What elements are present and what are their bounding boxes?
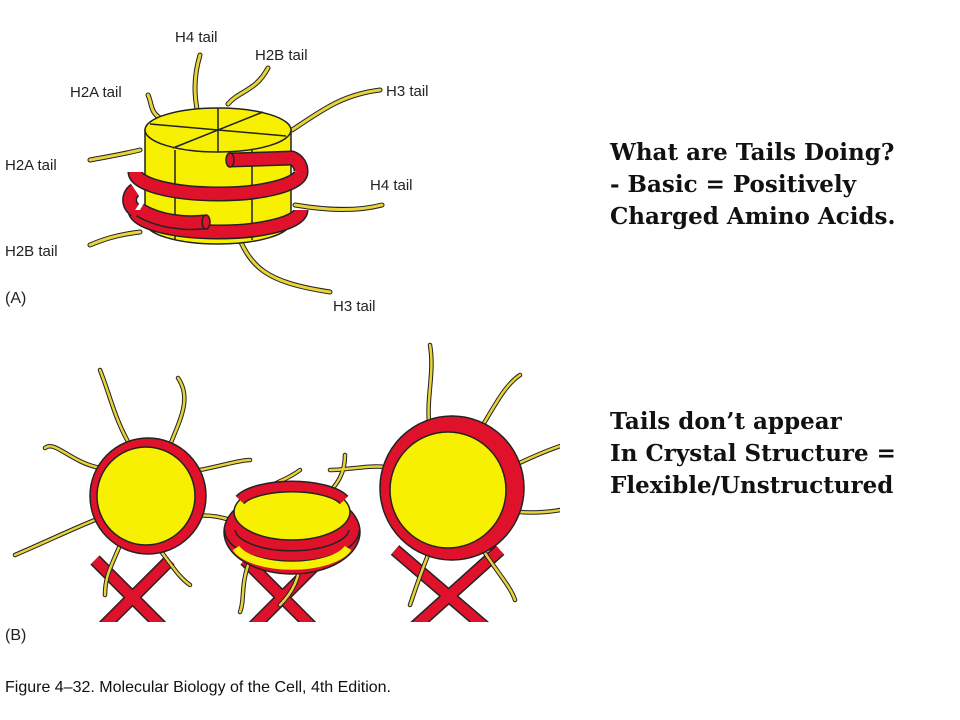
- figure-caption: Figure 4–32. Molecular Biology of the Ce…: [5, 679, 391, 696]
- note-crystal-line-1: Tails don’t appear: [610, 408, 842, 435]
- panel-a-label: (A): [5, 290, 26, 307]
- note-tail-function-line-1: What are Tails Doing?: [610, 139, 895, 166]
- note-crystal-line-2: In Crystal Structure =: [610, 440, 896, 467]
- label-h3-tail-top: H3 tail: [386, 83, 429, 100]
- panel-a-nucleosome: H4 tail H2B tail H2A tail H3 tail H2A ta…: [5, 29, 429, 315]
- label-h3-tail-bottom: H3 tail: [333, 298, 376, 315]
- label-h2a-tail-left: H2A tail: [5, 157, 57, 174]
- label-h2b-tail-top: H2B tail: [255, 47, 308, 64]
- label-h4-tail-top: H4 tail: [175, 29, 218, 46]
- label-h2a-tail-upper: H2A tail: [70, 84, 122, 101]
- label-h4-tail-right: H4 tail: [370, 177, 413, 194]
- note-crystal-line-3: Flexible/Unstructured: [610, 472, 894, 499]
- nucleosome-left: [89, 437, 207, 555]
- h3-tail-top: [289, 87, 383, 133]
- nucleosome-middle: [223, 480, 361, 575]
- note-crystal-structure: Tails don’t appear In Crystal Structure …: [610, 406, 896, 502]
- panel-b-nucleosomes: [12, 342, 560, 622]
- note-tail-function: What are Tails Doing? - Basic = Positive…: [610, 137, 895, 233]
- dna-wrap-a: [122, 150, 309, 240]
- label-h2b-tail-left: H2B tail: [5, 243, 58, 260]
- panel-b-label: (B): [5, 627, 26, 644]
- nucleosome-right: [379, 415, 525, 561]
- note-tail-function-line-2: - Basic = Positively: [610, 171, 857, 198]
- note-tail-function-line-3: Charged Amino Acids.: [610, 203, 896, 230]
